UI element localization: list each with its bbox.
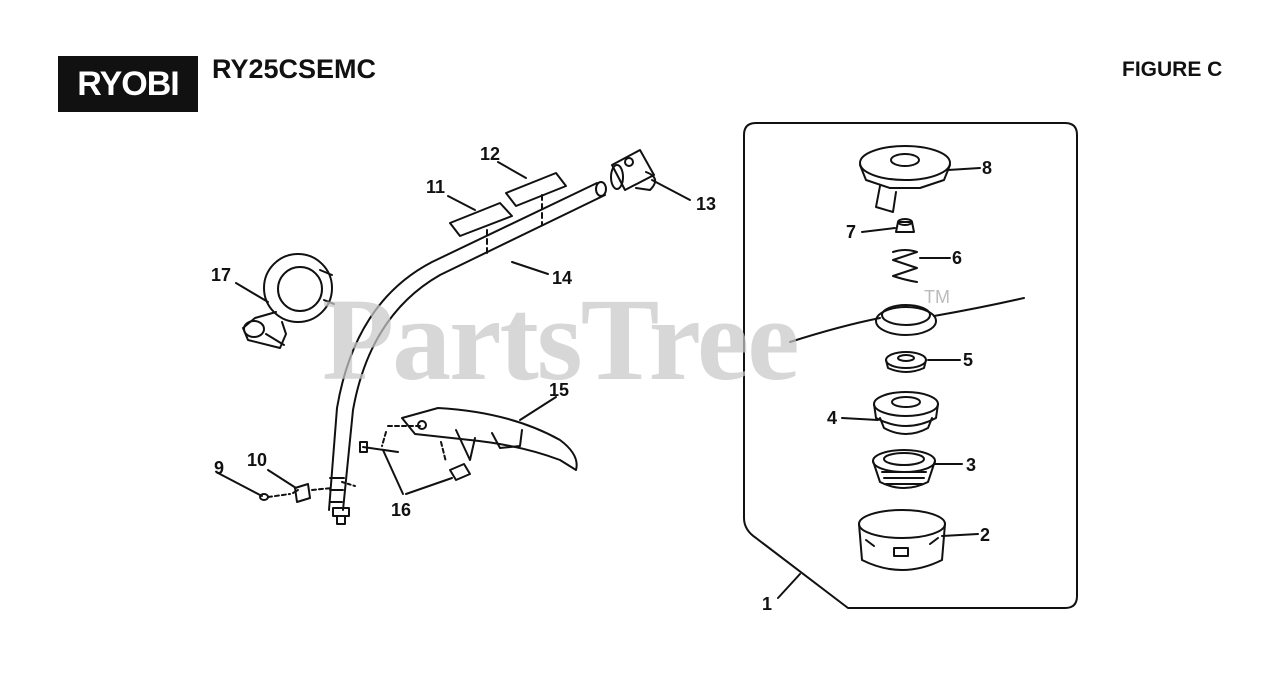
- callout-2: 2: [980, 525, 990, 545]
- callout-7: 7: [846, 222, 856, 242]
- callout-6: 6: [952, 248, 962, 268]
- model-number: RY25CSEMC: [212, 54, 377, 84]
- assembly-box: [743, 122, 1078, 609]
- part-2: [858, 509, 946, 571]
- callout-4: 4: [827, 408, 837, 428]
- callout-15: 15: [549, 380, 569, 400]
- callout-1: 1: [762, 594, 772, 614]
- clamp-10-part: [292, 483, 333, 503]
- callout-14: 14: [552, 268, 572, 288]
- part-5: [885, 351, 927, 373]
- callout-8: 8: [982, 158, 992, 178]
- line-spool-part: [789, 297, 1025, 343]
- callout-5: 5: [963, 350, 973, 370]
- watermark-tm: TM: [924, 287, 950, 307]
- callout-9: 9: [214, 458, 224, 478]
- label-11-part: [449, 202, 513, 237]
- ryobi-logo: RYOBI: [58, 56, 198, 112]
- logo-text: RYOBI: [77, 64, 179, 103]
- label-12-part: [505, 172, 567, 207]
- spring-6-part: [892, 249, 918, 283]
- part-3: [872, 449, 936, 489]
- watermark: PartsTree: [322, 274, 800, 405]
- callout-16: 16: [391, 500, 411, 520]
- part-4: [873, 391, 939, 435]
- cap-8-part: [859, 145, 951, 213]
- nut-7-part: [895, 218, 915, 233]
- callout-17: 17: [211, 265, 231, 285]
- callout-11: 11: [426, 177, 445, 197]
- callout-10: 10: [247, 450, 267, 470]
- callout-13: 13: [696, 194, 716, 214]
- screw-9-part: [259, 493, 291, 501]
- callout-12: 12: [480, 144, 500, 164]
- handle-part: [242, 253, 335, 349]
- guard-part: [387, 407, 578, 471]
- shaft-part: [328, 181, 607, 525]
- callout-3: 3: [966, 455, 976, 475]
- fastener-16-part: [359, 431, 471, 481]
- figure-label: FIGURE C: [1122, 58, 1223, 81]
- coupler-part: [610, 149, 657, 191]
